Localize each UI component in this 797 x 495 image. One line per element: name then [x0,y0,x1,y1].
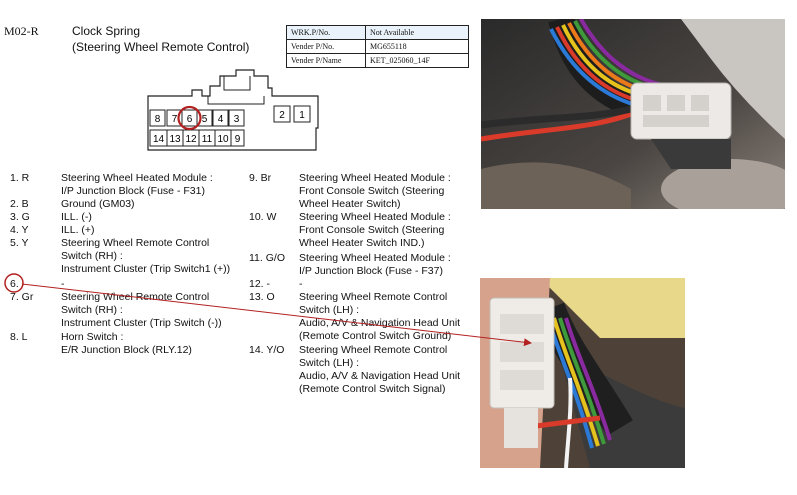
table-cell: WRK.P/No. [286,25,366,40]
pin-desc: Front Console Switch (Steering [299,224,445,236]
connector-code: M02-R [4,24,39,38]
pin-label: 8 [155,114,161,125]
pin-desc: Steering Wheel Heated Module : [299,211,451,223]
pin-desc: Switch (RH) : [61,304,123,316]
pin-desc: Steering Wheel Heated Module : [61,172,213,184]
pin-number: 11. G/O [249,252,285,264]
pin-desc: Switch (LH) : [299,304,360,316]
pin-list-right: 9. Br Steering Wheel Heated Module : Fro… [249,172,479,402]
table-row: Vender P/No. MG655118 [286,39,469,54]
pin-number: 8. L [10,331,28,343]
connector-photo-bottom [480,278,685,468]
pin-number: 13. O [249,291,275,303]
pin-desc: Instrument Cluster (Trip Switch (-)) [61,317,222,329]
bottom-pin-row [149,129,245,147]
pin-number-highlighted: 6. [10,278,19,290]
pin-desc: Switch (LH) : [299,357,360,369]
pin-label: 3 [234,114,240,125]
pin-number: 5. Y [10,237,29,249]
pin-desc: Ground (GM03) [61,198,135,210]
pin-desc: I/P Junction Block (Fuse - F31) [61,185,205,197]
pin-label: 12 [185,134,197,145]
pin-desc: Instrument Cluster (Trip Switch1 (+)) [61,263,231,275]
pin-desc: Horn Switch : [61,331,124,343]
pin-desc: Audio, A/V & Navigation Head Unit [299,317,461,329]
pin-desc: Steering Wheel Remote Control [61,237,210,249]
pin-label: 14 [153,134,165,145]
top-pin-row [149,109,245,127]
pin-desc: I/P Junction Block (Fuse - F37) [299,265,443,277]
pin-desc: - [299,278,303,290]
pin-desc: Wheel Heater Switch) [299,198,401,210]
pin-desc: Steering Wheel Remote Control [299,291,448,303]
table-cell: MG655118 [365,39,469,54]
pin-label: 5 [202,114,208,125]
pin-number: 14. Y/O [249,344,285,356]
pin-desc: Front Console Switch (Steering [299,185,445,197]
pin-desc: Switch (RH) : [61,250,123,262]
pin-label: 13 [169,134,181,145]
pin-desc: Audio, A/V & Navigation Head Unit [299,370,461,382]
table-cell: Vender P/No. [286,39,366,54]
pin-label: 10 [217,134,229,145]
pin-list-left: 1. R Steering Wheel Heated Module : I/P … [10,172,250,362]
pin-number: 2. B [10,198,29,210]
connector-photo-top [481,19,785,209]
highlight-circle [177,105,202,131]
pin-number: 10. W [249,211,277,223]
part-number-table: WRK.P/No. Not Available Vender P/No. MG6… [286,25,469,68]
pin-cell [293,105,311,123]
pin-desc: - [61,278,65,290]
pin-desc: ILL. (+) [61,224,95,236]
table-row: Vender P/Name KET_025060_14F [286,53,469,68]
pin-number: 1. R [10,172,30,184]
pin-label: 1 [299,110,305,121]
pin-number: 4. Y [10,224,29,236]
pin-desc: Steering Wheel Remote Control [61,291,210,303]
pin-label-highlighted: 6 [187,114,193,125]
pin-label: 7 [172,114,178,125]
pin-desc: E/R Junction Block (RLY.12) [61,344,192,356]
pin-desc: Steering Wheel Heated Module : [299,252,451,264]
pin-number: 12. - [249,278,271,290]
table-cell: Not Available [365,25,469,40]
pin-desc: Wheel Heater Switch IND.) [299,237,425,249]
pin-label: 2 [279,110,285,121]
table-cell: KET_025060_14F [365,53,469,68]
pin-cell [273,105,291,123]
pin-desc: (Remote Control Switch Ground) [299,330,452,342]
table-row: WRK.P/No. Not Available [286,25,469,40]
pin-desc: (Remote Control Switch Signal) [299,383,446,395]
pin-desc: ILL. (-) [61,211,92,223]
pin-number: 3. G [10,211,30,223]
pin-label: 9 [235,134,241,145]
connector-title: Clock Spring [72,24,141,38]
pin-label: 4 [218,114,224,125]
pin-number: 9. Br [249,172,272,184]
pin-label: 11 [202,134,213,145]
connector-diagram: 8 7 6 5 4 3 14 13 12 11 10 9 2 1 [147,69,319,151]
table-cell: Vender P/Name [286,53,366,68]
connector-subtitle: (Steering Wheel Remote Control) [72,40,250,54]
pin-number: 7. Gr [10,291,34,303]
pin-desc: Steering Wheel Remote Control [299,344,448,356]
pin-desc: Steering Wheel Heated Module : [299,172,451,184]
